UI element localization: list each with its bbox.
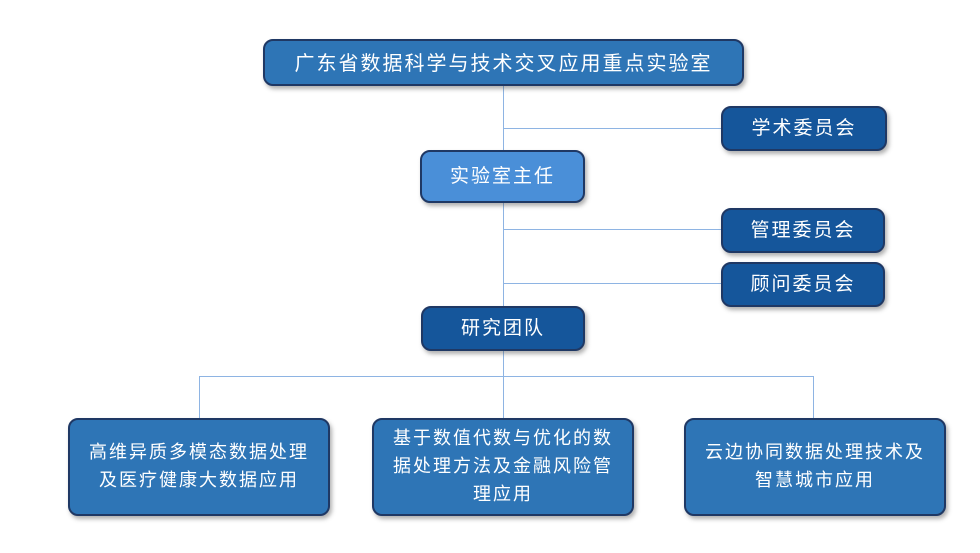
- connector-director-management: [503, 229, 721, 230]
- connector-root-director: [503, 86, 504, 150]
- node-lab-director: 实验室主任: [420, 150, 585, 203]
- connector-drop-team3: [813, 376, 814, 418]
- node-team-numerical-finance: 基于数值代数与优化的数据处理方法及金融风险管理应用: [372, 418, 634, 516]
- connector-drop-team1: [199, 376, 200, 418]
- node-advisory-committee: 顾问委员会: [721, 262, 885, 307]
- connector-director-research: [503, 203, 504, 306]
- node-team-cloud-edge-city-label: 云边协同数据处理技术及智慧城市应用: [705, 442, 925, 491]
- connector-director-advisory: [503, 283, 721, 284]
- node-team-medical-bigdata-label: 高维异质多模态数据处理及医疗健康大数据应用: [89, 442, 309, 491]
- node-lab-title: 广东省数据科学与技术交叉应用重点实验室: [263, 39, 744, 86]
- node-team-numerical-finance-label: 基于数值代数与优化的数据处理方法及金融风险管理应用: [393, 428, 613, 505]
- node-team-medical-bigdata: 高维异质多模态数据处理及医疗健康大数据应用: [68, 418, 330, 516]
- node-management-committee: 管理委员会: [721, 208, 885, 253]
- connector-teams-bus: [199, 376, 814, 377]
- node-management-committee-label: 管理委员会: [750, 219, 856, 242]
- node-academic-committee: 学术委员会: [721, 106, 887, 151]
- node-advisory-committee-label: 顾问委员会: [750, 273, 856, 296]
- node-research-teams: 研究团队: [421, 306, 585, 351]
- connector-root-academic: [503, 128, 721, 129]
- node-lab-title-label: 广东省数据科学与技术交叉应用重点实验室: [294, 50, 713, 75]
- node-lab-director-label: 实验室主任: [449, 165, 555, 188]
- node-research-teams-label: 研究团队: [460, 317, 545, 340]
- node-academic-committee-label: 学术委员会: [751, 117, 857, 140]
- connector-drop-team2: [503, 376, 504, 418]
- node-team-cloud-edge-city: 云边协同数据处理技术及智慧城市应用: [684, 418, 946, 516]
- connector-research-stem: [503, 351, 504, 377]
